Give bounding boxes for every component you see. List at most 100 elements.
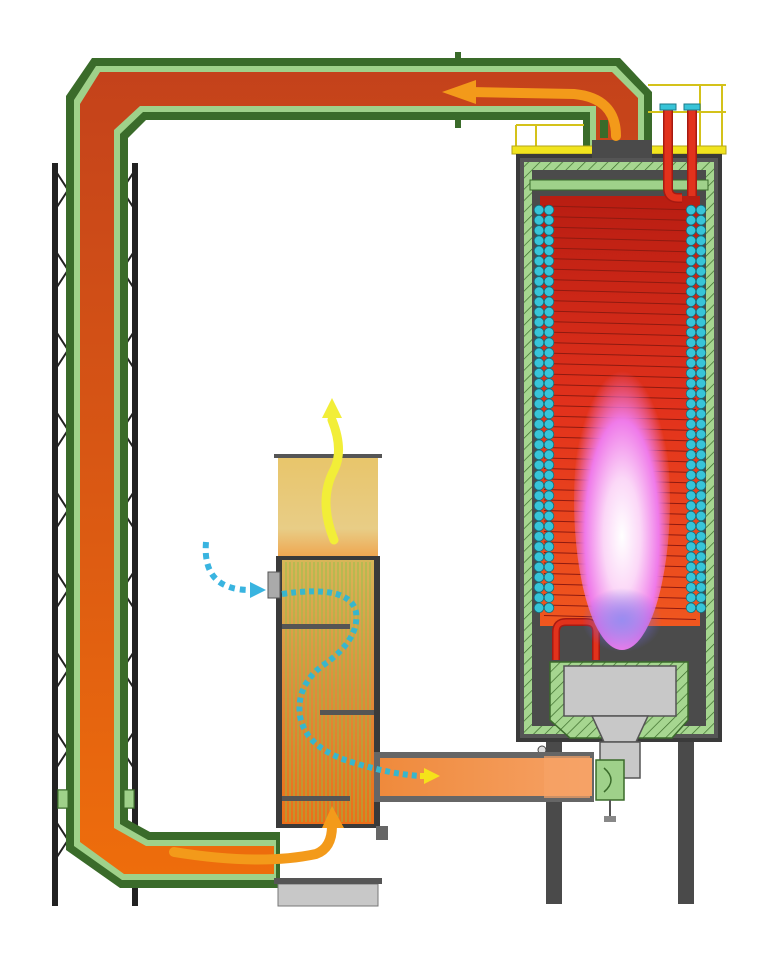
- tube-circle: [543, 602, 555, 614]
- tube-circle: [685, 204, 697, 216]
- tube-circle: [533, 357, 545, 369]
- tube-circle: [695, 357, 707, 369]
- tube-circle: [543, 388, 555, 399]
- tube-circle: [685, 551, 697, 563]
- tube-circle: [695, 449, 707, 461]
- tube-circle: [695, 480, 707, 491]
- tube-circle: [543, 398, 555, 410]
- tube-circle: [533, 490, 545, 501]
- tube-circle: [533, 388, 545, 399]
- tube-circle: [695, 439, 707, 450]
- tube-circle: [533, 572, 545, 583]
- tube-circle: [685, 398, 697, 410]
- tube-circle: [543, 470, 555, 481]
- tube-circle: [695, 214, 707, 226]
- tube-circle: [695, 388, 707, 399]
- tube-circle: [543, 368, 555, 379]
- tube-circle: [695, 592, 707, 603]
- combustion-air-duct: [374, 752, 594, 802]
- tube-circle: [533, 306, 545, 318]
- tube-circle: [695, 531, 707, 542]
- tube-circle: [695, 255, 707, 267]
- platform-railing: [515, 84, 726, 150]
- tube-circle: [695, 541, 707, 552]
- preheated-air-out-arrow: [420, 768, 440, 784]
- tube-circle: [533, 510, 545, 522]
- tube-circle: [533, 317, 545, 328]
- tube-circle: [685, 306, 697, 318]
- tube-column-right: [685, 204, 707, 614]
- tube-circle: [543, 286, 555, 297]
- tube-circle: [685, 592, 697, 603]
- tube-circle: [685, 378, 697, 389]
- tube-circle: [685, 541, 697, 552]
- tube-circle: [543, 235, 555, 246]
- tube-circle: [685, 500, 697, 512]
- coil-line: [543, 247, 697, 253]
- burner-flame: [574, 350, 670, 652]
- tube-circle: [543, 490, 555, 501]
- tube-circle: [543, 255, 555, 267]
- tube-circle: [533, 480, 545, 491]
- tube-circle: [695, 602, 707, 614]
- tube-circle: [695, 266, 707, 277]
- tube-circle: [533, 408, 545, 420]
- tube-circle: [695, 582, 707, 593]
- tube-circle: [685, 276, 697, 287]
- tube-circle: [543, 429, 555, 440]
- tube-circle: [533, 531, 545, 542]
- tube-circle: [685, 470, 697, 481]
- coil-line: [543, 205, 697, 211]
- tube-circle: [533, 449, 545, 461]
- tube-circle: [543, 378, 555, 389]
- burner-assembly: [537, 661, 693, 822]
- tube-circle: [533, 204, 545, 216]
- tube-circle: [685, 317, 697, 328]
- tube-circle: [695, 286, 707, 297]
- tube-circle: [685, 337, 697, 348]
- tube-circle: [543, 419, 555, 430]
- tube-circle: [543, 551, 555, 563]
- tube-circle: [533, 439, 545, 450]
- tube-circle: [543, 306, 555, 318]
- tube-circle: [685, 357, 697, 369]
- tube-circle: [533, 470, 545, 481]
- tube-circle: [543, 337, 555, 348]
- tube-circle: [543, 317, 555, 328]
- tube-circle: [685, 510, 697, 522]
- tube-circle: [685, 296, 697, 308]
- tube-circle: [543, 439, 555, 450]
- tube-circle: [533, 398, 545, 410]
- tube-circle: [685, 225, 697, 236]
- preheater-tubes: [285, 562, 371, 822]
- tube-circle: [685, 459, 697, 471]
- coil-line: [543, 289, 697, 295]
- tube-circle: [695, 235, 707, 246]
- tube-circle: [543, 531, 555, 542]
- tube-circle: [533, 276, 545, 287]
- tube-circle: [543, 276, 555, 287]
- tube-circle: [533, 255, 545, 267]
- hot-gas-bottom-arrow: [169, 806, 344, 865]
- tube-circle: [695, 572, 707, 583]
- coil-line: [543, 216, 697, 221]
- tube-circle: [533, 561, 545, 573]
- tube-circle: [695, 408, 707, 420]
- tube-circle: [685, 602, 697, 614]
- tube-circle: [685, 429, 697, 440]
- tube-circle: [695, 225, 707, 236]
- tube-circle: [695, 470, 707, 481]
- tube-circle: [543, 204, 555, 216]
- tube-circle: [685, 388, 697, 399]
- tube-circle: [695, 296, 707, 308]
- tube-circle: [533, 286, 545, 297]
- tube-circle: [543, 327, 555, 338]
- tube-circle: [685, 531, 697, 542]
- tube-circle: [695, 561, 707, 573]
- tube-circle: [685, 582, 697, 593]
- tube-circle: [533, 235, 545, 246]
- coil-line: [543, 226, 697, 232]
- tube-circle: [533, 225, 545, 236]
- tube-circle: [685, 368, 697, 379]
- tube-circle: [543, 500, 555, 512]
